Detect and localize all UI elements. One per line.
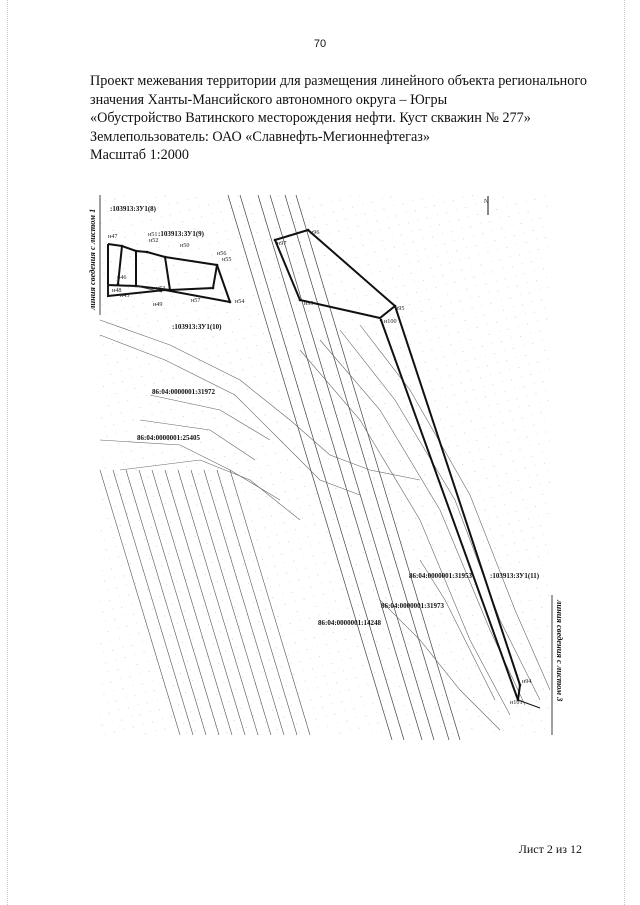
parcel-label-25405: 86:04:0000001:25405 — [137, 434, 200, 442]
point-label-n101: н101 — [510, 699, 523, 706]
parcel-boundary-upper-right — [274, 228, 397, 320]
side-label-left: линия сведения с листом 1 — [87, 209, 97, 311]
parcel-thin-lines — [107, 284, 163, 296]
point-label-n96: н96 — [310, 229, 320, 236]
corridor-end — [517, 699, 541, 709]
header-line-1: Проект межевания территории для размещен… — [90, 73, 587, 89]
point-label-n47: н47 — [108, 233, 118, 240]
point-label-n57: н57 — [191, 297, 201, 304]
side-label-right: линия сведения с листом 3 — [555, 599, 565, 702]
point-label-n53: н53 — [156, 285, 166, 292]
page-number: 70 — [313, 38, 327, 50]
parcel-label-zu9: :103913:ЗУ1(9) — [158, 230, 205, 238]
point-label-n54: н54 — [235, 298, 245, 305]
background-texture — [100, 195, 550, 735]
header-line-4: Землепользователь: ОАО «Славнефть-Мегион… — [90, 128, 430, 145]
parcel-label-31953: 86:04:0000001:31953 — [409, 572, 472, 580]
parcel-label-14248: 86:04:0000001:14248 — [318, 619, 381, 627]
point-label-n46: н46 — [117, 274, 127, 281]
point-label-n45: н45 — [120, 292, 130, 299]
document-header: Проект межевания территории для размещен… — [90, 72, 590, 165]
parcel-label-31973: 86:04:0000001:31973 — [381, 602, 444, 610]
point-label-n100: н100 — [384, 318, 397, 325]
parcel-label-zu11: :103913:ЗУ1(11) — [490, 572, 540, 580]
header-line-3: «Обустройство Ватинского месторождения н… — [90, 110, 531, 126]
parcel-label-zu10: :103913:ЗУ1(10) — [172, 323, 222, 331]
header-line-5: Масштаб 1:2000 — [90, 147, 189, 163]
point-label-n49: н49 — [153, 301, 163, 308]
page-border-left — [7, 0, 8, 905]
point-label-n94: н94 — [522, 678, 532, 685]
point-label-n99: н99 — [304, 300, 314, 307]
page-border-right — [624, 0, 625, 905]
point-label-n50: н50 — [180, 242, 190, 249]
header-line-2: значения Ханты-Мансийского автономного о… — [90, 91, 448, 108]
point-label-n48: н48 — [112, 287, 122, 294]
slanted-lines — [99, 469, 311, 736]
north-arrow-label: N — [484, 198, 489, 205]
point-label-n97: н97 — [277, 240, 287, 247]
road-lines — [227, 194, 461, 741]
parcel-label-31972: 86:04:0000001:31972 — [152, 388, 215, 396]
sheet-number: Лист 2 из 12 — [518, 842, 582, 856]
point-label-n51: н51 — [148, 231, 158, 238]
point-label-n56: н56 — [217, 250, 227, 257]
point-label-n52: н52 — [149, 237, 159, 244]
point-markers — [116, 228, 522, 702]
parcel-label-zu8: :103913:ЗУ1(8) — [110, 205, 157, 213]
parcel-boundary-corridor — [380, 305, 522, 701]
point-label-n55: н55 — [222, 256, 232, 263]
point-label-n95: н95 — [395, 305, 405, 312]
